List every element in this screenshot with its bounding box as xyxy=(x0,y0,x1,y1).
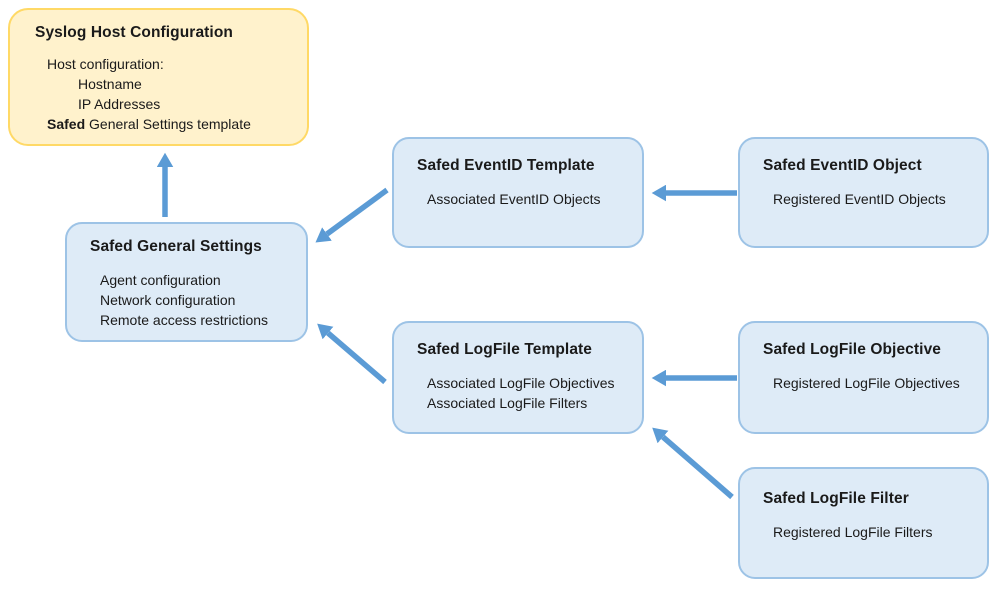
node-title: Syslog Host Configuration xyxy=(35,24,233,41)
node-title: Safed General Settings xyxy=(90,238,262,255)
node-title: Safed LogFile Filter xyxy=(763,490,909,507)
node-line: Associated EventID Objects xyxy=(427,191,601,207)
node-title: Safed LogFile Objective xyxy=(763,341,942,358)
node-title: Safed EventID Template xyxy=(417,157,595,174)
node-line: Registered LogFile Filters xyxy=(773,524,933,540)
node-title: Safed EventID Object xyxy=(763,157,922,174)
node-body: Associated LogFile Objectives Associated… xyxy=(394,373,642,413)
node-safed-logfile-objective: Safed LogFile Objective Registered LogFi… xyxy=(738,321,989,434)
node-line: IP Addresses xyxy=(78,96,161,112)
node-line: Remote access restrictions xyxy=(100,312,269,328)
node-safed-eventid-object: Safed EventID Object Registered EventID … xyxy=(738,137,989,248)
node-line: Network configuration xyxy=(100,292,236,308)
node-line: Registered LogFile Objectives xyxy=(773,375,960,391)
node-line-rest-part: General Settings template xyxy=(85,116,251,132)
node-line: Registered EventID Objects xyxy=(773,191,946,207)
node-safed-logfile-template: Safed LogFile Template Associated LogFil… xyxy=(392,321,644,434)
node-line: Safed General Settings template xyxy=(47,114,301,134)
node-body: Agent configuration Network configuratio… xyxy=(67,270,306,330)
node-syslog-host-configuration: Syslog Host Configuration Host configura… xyxy=(8,8,309,146)
node-body: Host configuration: Hostname IP Addresse… xyxy=(10,54,307,134)
arrow-eventid-template-to-general-settings xyxy=(315,187,389,243)
node-line: Hostname xyxy=(78,76,142,92)
node-safed-general-settings: Safed General Settings Agent configurati… xyxy=(65,222,308,342)
arrow-logfile-filter-to-logfile-template xyxy=(652,427,734,500)
node-line: Associated LogFile Filters xyxy=(427,395,588,411)
node-body: Registered LogFile Objectives xyxy=(740,373,987,393)
node-line: Associated LogFile Objectives xyxy=(427,375,615,391)
node-line-bold-part: Safed xyxy=(47,116,86,132)
node-line: Agent configuration xyxy=(100,272,221,288)
node-title: Safed LogFile Template xyxy=(417,341,593,358)
node-safed-logfile-filter: Safed LogFile Filter Registered LogFile … xyxy=(738,467,989,579)
node-body: Associated EventID Objects xyxy=(394,189,642,209)
node-body: Registered EventID Objects xyxy=(740,189,987,209)
node-body: Registered LogFile Filters xyxy=(740,522,987,542)
node-line: Host configuration: xyxy=(47,56,164,72)
arrow-logfile-template-to-general-settings xyxy=(317,323,387,385)
node-safed-eventid-template: Safed EventID Template Associated EventI… xyxy=(392,137,644,248)
